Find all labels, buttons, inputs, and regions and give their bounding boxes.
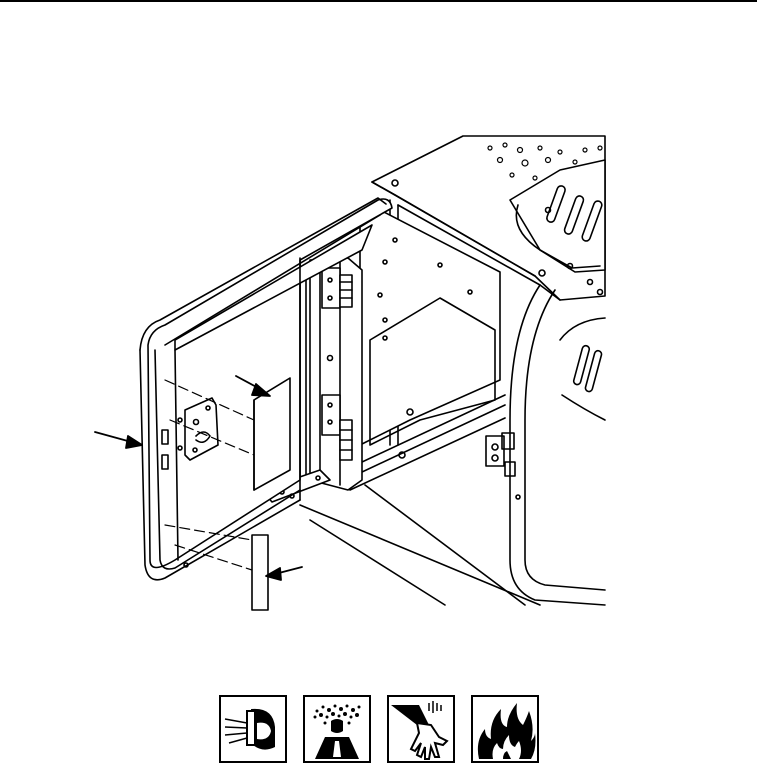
seal-strip-lower [164, 524, 269, 611]
top-rule [0, 0, 757, 2]
door-panel [139, 197, 393, 581]
seal-strip-upper [164, 377, 291, 491]
hand-hazard-icon [387, 695, 455, 763]
spray-mist-icon [303, 695, 371, 763]
callout-arrow-upper-seal [235, 375, 271, 397]
cab-door-illustration [94, 135, 606, 611]
callout-arrow-lower-seal [265, 566, 303, 581]
cab-roof [371, 135, 606, 301]
face-shield-icon [219, 695, 287, 763]
cab-body [299, 199, 606, 606]
hinge [261, 257, 363, 503]
flammable-icon [471, 695, 539, 763]
hazard-icons-row [219, 695, 539, 765]
callout-arrow-door [94, 431, 143, 449]
callout-arrows [94, 375, 303, 581]
